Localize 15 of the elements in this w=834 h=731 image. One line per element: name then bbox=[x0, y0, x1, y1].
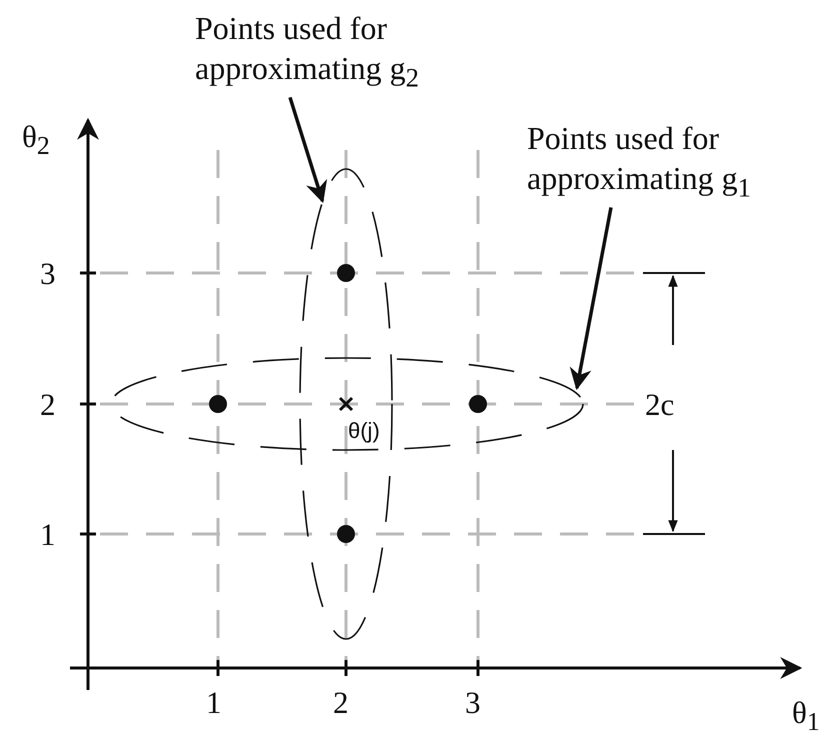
tick-label: 3 bbox=[40, 255, 56, 293]
callout-text: Points used for approximating g$_{1}$ bbox=[527, 118, 807, 208]
axis-label: θ$_{1}$ bbox=[792, 694, 820, 731]
callout-text: Points used for approximating g$_{2}$ bbox=[195, 8, 445, 98]
leader-arrow bbox=[288, 96, 328, 204]
point-label: θ(j) bbox=[348, 418, 380, 444]
dashed-ellipse bbox=[299, 168, 393, 640]
dimension-label: 2c bbox=[645, 386, 674, 424]
tick-label: 2 bbox=[40, 386, 56, 424]
tick-label: 3 bbox=[465, 684, 480, 722]
tick-label: 2 bbox=[333, 684, 348, 722]
tick-label: 1 bbox=[40, 516, 56, 554]
leader-arrow bbox=[570, 207, 613, 390]
tick-label: 1 bbox=[206, 684, 222, 722]
axis-label: θ$_{2}$ bbox=[22, 118, 50, 162]
